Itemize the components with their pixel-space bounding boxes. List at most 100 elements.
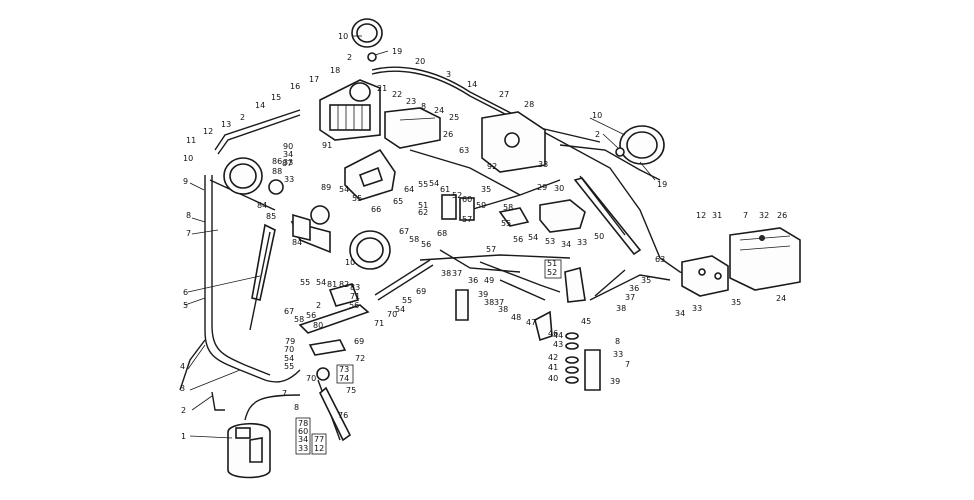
callout-label: 69 — [354, 337, 364, 346]
callout-label: 7 — [282, 389, 287, 398]
callout-label: 55 — [300, 278, 310, 287]
callout-label: 10 — [338, 32, 348, 41]
callout-label: 34 — [283, 150, 293, 159]
callout-label: 36 — [468, 276, 478, 285]
callout-label: 10 — [183, 154, 193, 163]
callout-label: 55 — [352, 194, 362, 203]
callout-label: 54 — [429, 179, 439, 188]
callout-label: 74 — [339, 374, 349, 383]
callout-label: 36 — [629, 284, 639, 293]
callout-label: 63 — [655, 255, 665, 264]
callout-label: 34 — [561, 240, 571, 249]
callout-label: 26 — [777, 211, 787, 220]
callout-label: 26 — [443, 130, 453, 139]
callout-label: 8 — [615, 337, 620, 346]
callout-label: 4 — [180, 362, 185, 371]
callout-label: 58 — [409, 235, 419, 244]
steering-column — [298, 283, 370, 442]
callout-label: 61 — [440, 185, 450, 194]
callout-label: 77 — [314, 435, 324, 444]
callout-label: 67 — [399, 227, 409, 236]
callout-label: 21 — [377, 84, 387, 93]
callout-label: 15 — [271, 93, 281, 102]
callout-label: 72 — [355, 354, 365, 363]
callout-label: 7 — [743, 211, 748, 220]
callout-label: 82 — [339, 280, 349, 289]
callout-label: 20 — [415, 57, 425, 66]
callout-label: 54 — [528, 233, 538, 242]
callout-label: 79 — [285, 337, 295, 346]
callout-label: 60 — [462, 195, 472, 204]
callout-label: 59 — [476, 201, 486, 210]
callout-label: 57 — [486, 245, 496, 254]
callout-label: 60 — [298, 427, 308, 436]
callout-label: 71 — [374, 319, 384, 328]
callout-label: 40 — [548, 374, 558, 383]
switch-levers — [374, 259, 626, 301]
instrument-cluster — [319, 79, 381, 141]
callout-label: 37 — [494, 298, 504, 307]
callout-label: 75 — [346, 386, 356, 395]
callout-label: 42 — [548, 353, 558, 362]
callout-label: 71 — [350, 292, 360, 301]
callout-label: 35 — [731, 298, 741, 307]
callout-label: 41 — [548, 363, 558, 372]
boxed-groups — [295, 259, 562, 455]
callout-label: 24 — [776, 294, 786, 303]
callout-label: 58 — [294, 315, 304, 324]
callout-label: 33 — [577, 238, 587, 247]
callout-label: 38 — [484, 298, 494, 307]
callout-label: 70 — [387, 310, 397, 319]
callout-label: 9 — [183, 177, 188, 186]
callout-label: 67 — [284, 307, 294, 316]
callout-label: 6 — [183, 288, 188, 297]
callout-label: 33 — [284, 175, 294, 184]
relay-box-center — [384, 107, 441, 149]
callout-label: 12 — [696, 211, 706, 220]
battery-box-top — [481, 111, 546, 173]
callout-label: 2 — [181, 406, 186, 415]
callout-label: 68 — [437, 229, 447, 238]
callout-label: 76 — [338, 411, 348, 420]
callout-label: 91 — [322, 141, 332, 150]
callout-label: 62 — [418, 208, 428, 217]
callout-label: 83 — [350, 283, 360, 292]
callout-label: 65 — [393, 197, 403, 206]
callout-label: 54 — [395, 305, 405, 314]
bracket-stack — [534, 310, 601, 391]
callout-label: 51 — [547, 259, 557, 268]
wiper-right — [573, 175, 642, 256]
callout-label: 54 — [284, 354, 294, 363]
callout-label: 54 — [316, 278, 326, 287]
callout-label: 81 — [327, 280, 337, 289]
callout-label: 29 — [537, 183, 547, 192]
callout-label: 34 — [675, 309, 685, 318]
callout-label: 64 — [404, 185, 414, 194]
callout-label: 58 — [503, 203, 513, 212]
callout-label: 51 — [418, 201, 428, 210]
callout-label: 55 — [284, 362, 294, 371]
callout-label: 33 — [283, 158, 293, 167]
callout-label: 38 — [498, 305, 508, 314]
leader-lines — [184, 35, 656, 439]
callout-label: 78 — [298, 419, 308, 428]
callout-label: 92 — [487, 162, 497, 171]
callout-label: 84 — [292, 238, 302, 247]
callout-label: 23 — [406, 97, 416, 106]
callout-label: 87 — [282, 159, 292, 168]
callout-label: 55 — [418, 180, 428, 189]
battery-right — [681, 227, 801, 297]
callout-label: 52 — [547, 268, 557, 277]
lamp-top-right — [615, 125, 665, 165]
callout-label: 34 — [298, 435, 308, 444]
callout-label: 22 — [392, 90, 402, 99]
callout-label: 8 — [186, 211, 191, 220]
callout-label: 32 — [759, 211, 769, 220]
callout-label: 80 — [313, 321, 323, 330]
callout-label: 86 — [272, 157, 282, 166]
callout-label: 8 — [421, 102, 426, 111]
callout-label: 19 — [657, 180, 667, 189]
callout-label: 70 — [284, 345, 294, 354]
switch-panel — [344, 148, 396, 201]
